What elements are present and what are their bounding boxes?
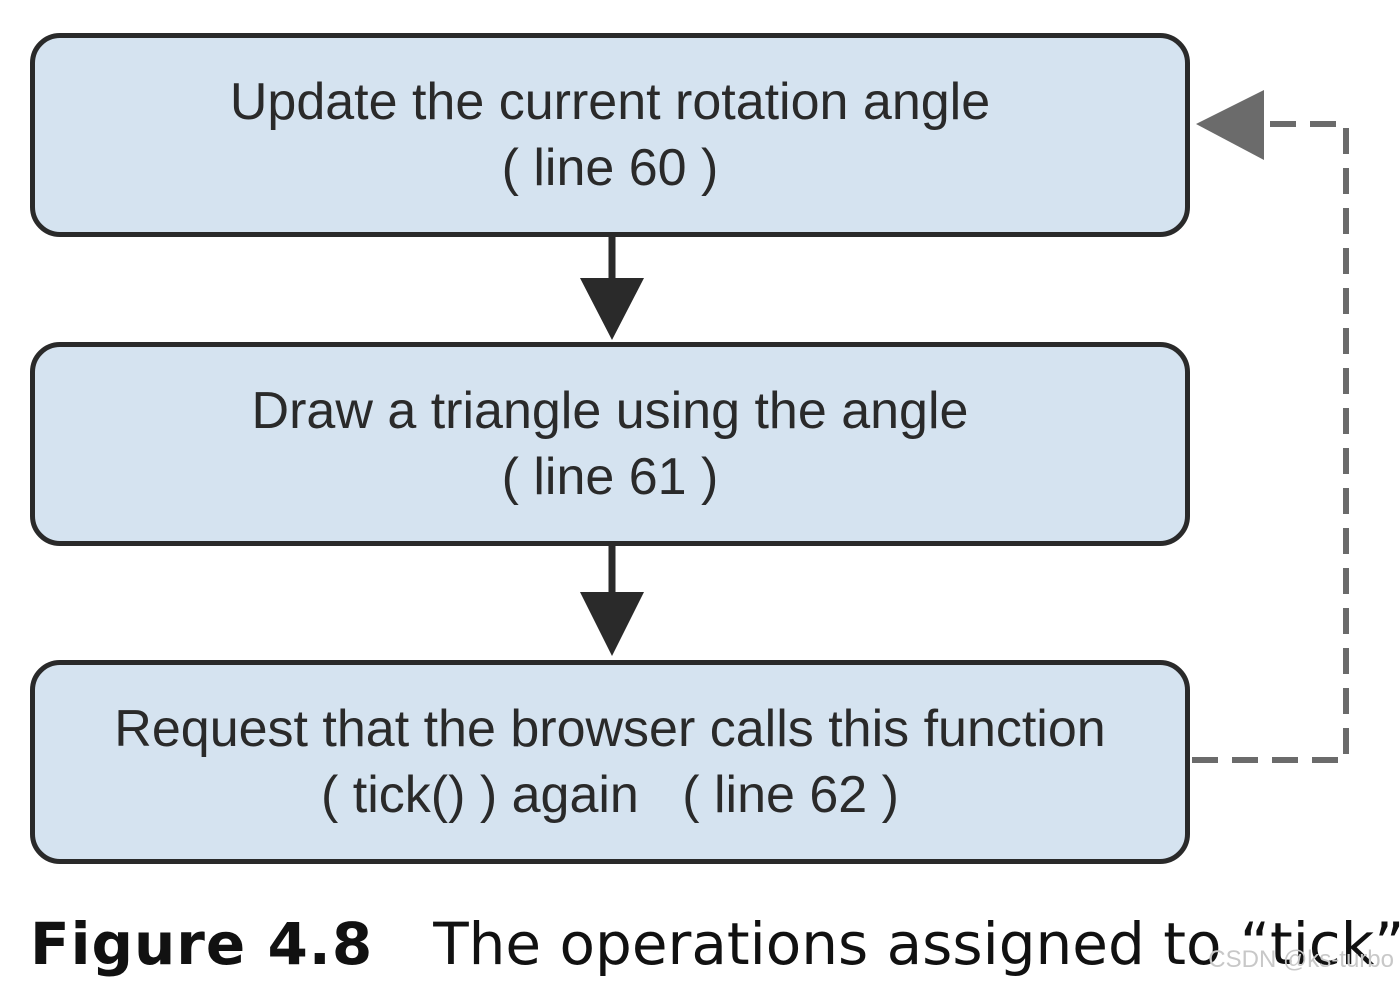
watermark: CSDN @ks-turbo — [1208, 946, 1394, 973]
step-line-ref: ( tick() ) again ( line 62 ) — [321, 766, 899, 824]
step-box-draw-triangle: Draw a triangle using the angle ( line 6… — [30, 342, 1190, 546]
figure-caption: Figure 4.8 The operations assigned to “ti… — [30, 908, 1400, 981]
figure-text: The operations assigned to “tick” — [433, 910, 1400, 978]
flow-arrow-1-head — [580, 278, 644, 340]
step-box-update-angle: Update the current rotation angle ( line… — [30, 33, 1190, 237]
flow-arrow-2-head — [580, 592, 644, 656]
step-title: Update the current rotation angle — [229, 73, 991, 131]
step-title: Request that the browser calls this func… — [114, 700, 1106, 758]
loop-back-arrow-head — [1196, 90, 1264, 160]
figure-label: Figure 4.8 — [30, 910, 374, 978]
step-line-ref: ( line 61 ) — [501, 448, 719, 506]
step-title: Draw a triangle using the angle — [251, 382, 969, 440]
loop-back-arrow-line — [1192, 121, 1349, 763]
step-line-ref: ( line 60 ) — [501, 139, 719, 197]
step-box-request-animation: Request that the browser calls this func… — [30, 660, 1190, 864]
